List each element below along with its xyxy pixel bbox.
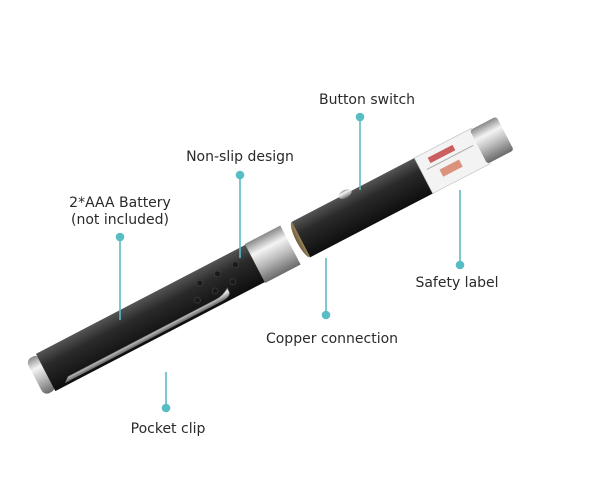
callout-dot — [115, 232, 125, 242]
callout-dot — [161, 403, 171, 413]
label-button-switch: Button switch — [318, 92, 416, 108]
grip-dots — [194, 261, 239, 304]
pocket-clip — [64, 287, 230, 384]
callout-dot — [321, 310, 331, 320]
label-battery-line2: (not included) — [71, 212, 169, 228]
label-safety-label: Safety label — [415, 275, 499, 291]
button — [338, 189, 352, 199]
label-non-slip-design: Non-slip design — [186, 149, 294, 165]
laser-tip — [470, 117, 513, 163]
callouts — [115, 112, 465, 413]
callout-dot — [235, 170, 245, 180]
ferrule — [244, 225, 301, 284]
label-pocket-clip: Pocket clip — [130, 421, 206, 437]
callout-dot — [455, 260, 465, 270]
end-cap — [27, 355, 55, 394]
label-battery: 2*AAA Battery (not included) — [69, 195, 171, 229]
battery-section — [27, 225, 301, 394]
callout-dot — [355, 112, 365, 122]
label-battery-line1: 2*AAA Battery — [69, 195, 171, 211]
label-copper-connection: Copper connection — [265, 331, 399, 347]
laser-section — [290, 117, 513, 258]
